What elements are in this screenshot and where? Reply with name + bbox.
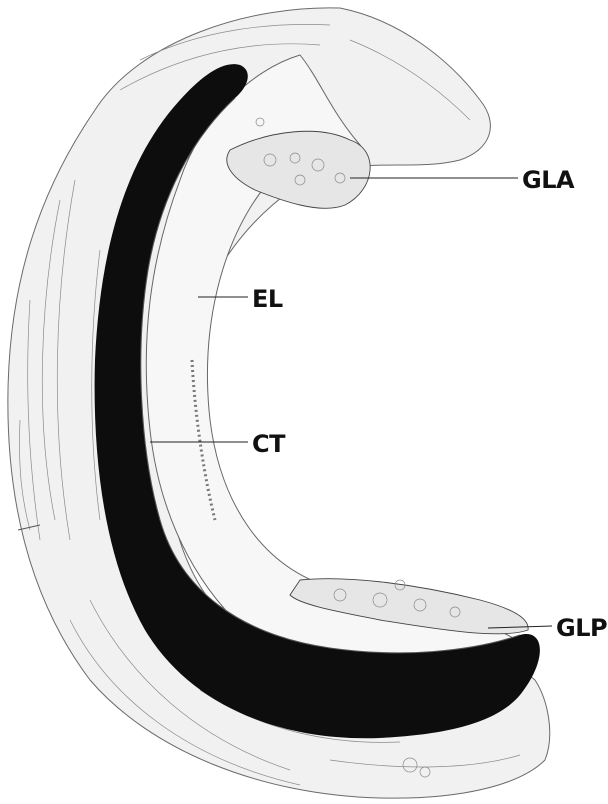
glp-label: GLP (556, 614, 607, 642)
ct-label: CT (252, 430, 286, 458)
el-label: EL (252, 285, 283, 313)
gla-label: GLA (522, 166, 575, 194)
